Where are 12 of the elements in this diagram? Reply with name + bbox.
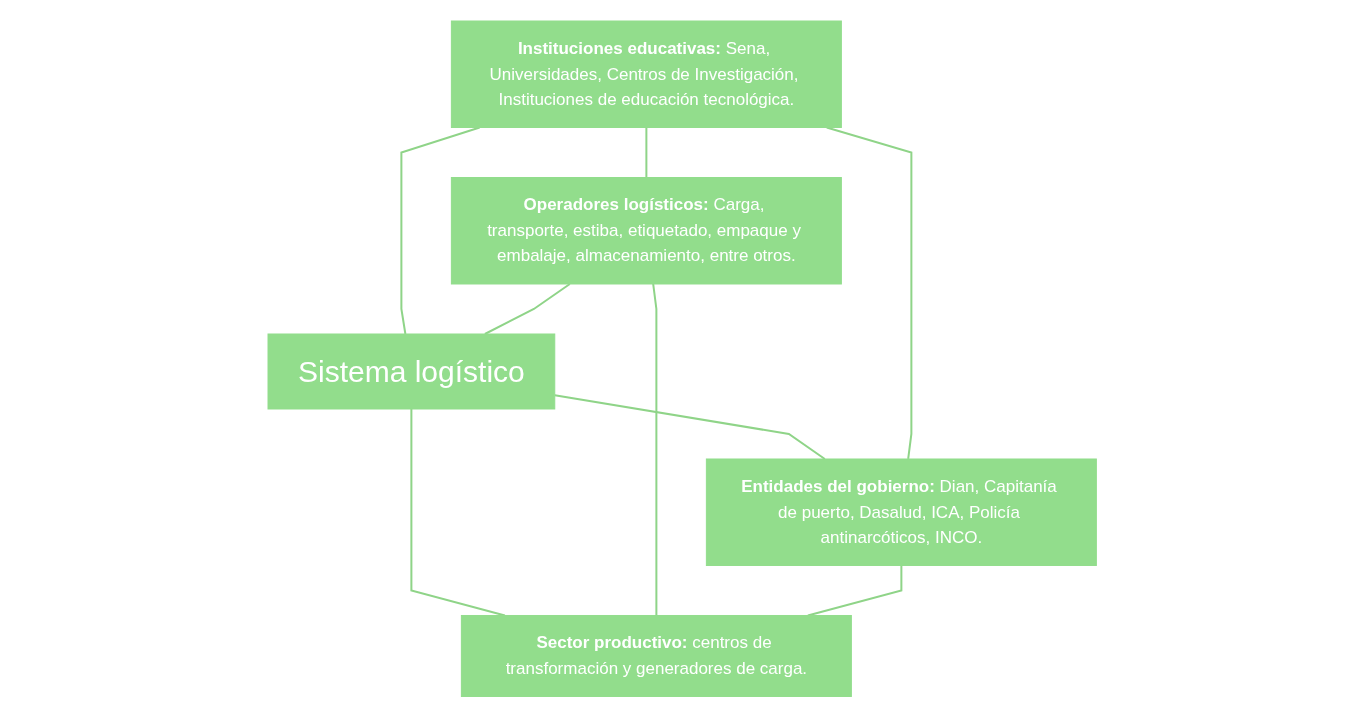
node-box: Sector productivo: centros de transformación y generadores de carga.: [460, 614, 852, 697]
connector: [400, 126, 481, 335]
connector: [652, 282, 658, 617]
node-box: Sistema logístico: [267, 333, 556, 410]
node-box: Instituciones educativas: Sena, Universidades, Centros de Investigación, Instituciones de educación tecnológica.: [450, 20, 842, 128]
node-box: Entidades del gobierno: Dian, Capitanía de puerto, Dasalud, ICA, Policía antinarcóticos, INCO.: [705, 458, 1097, 566]
connector: [553, 394, 826, 460]
connector: [825, 126, 913, 460]
connector: [483, 282, 571, 335]
connector: [410, 407, 506, 617]
node-box: Operadores logísticos: Carga, transporte, estiba, etiquetado, empaque y embalaje, almacenamiento, entre otros.: [450, 176, 842, 285]
connector: [645, 126, 648, 179]
